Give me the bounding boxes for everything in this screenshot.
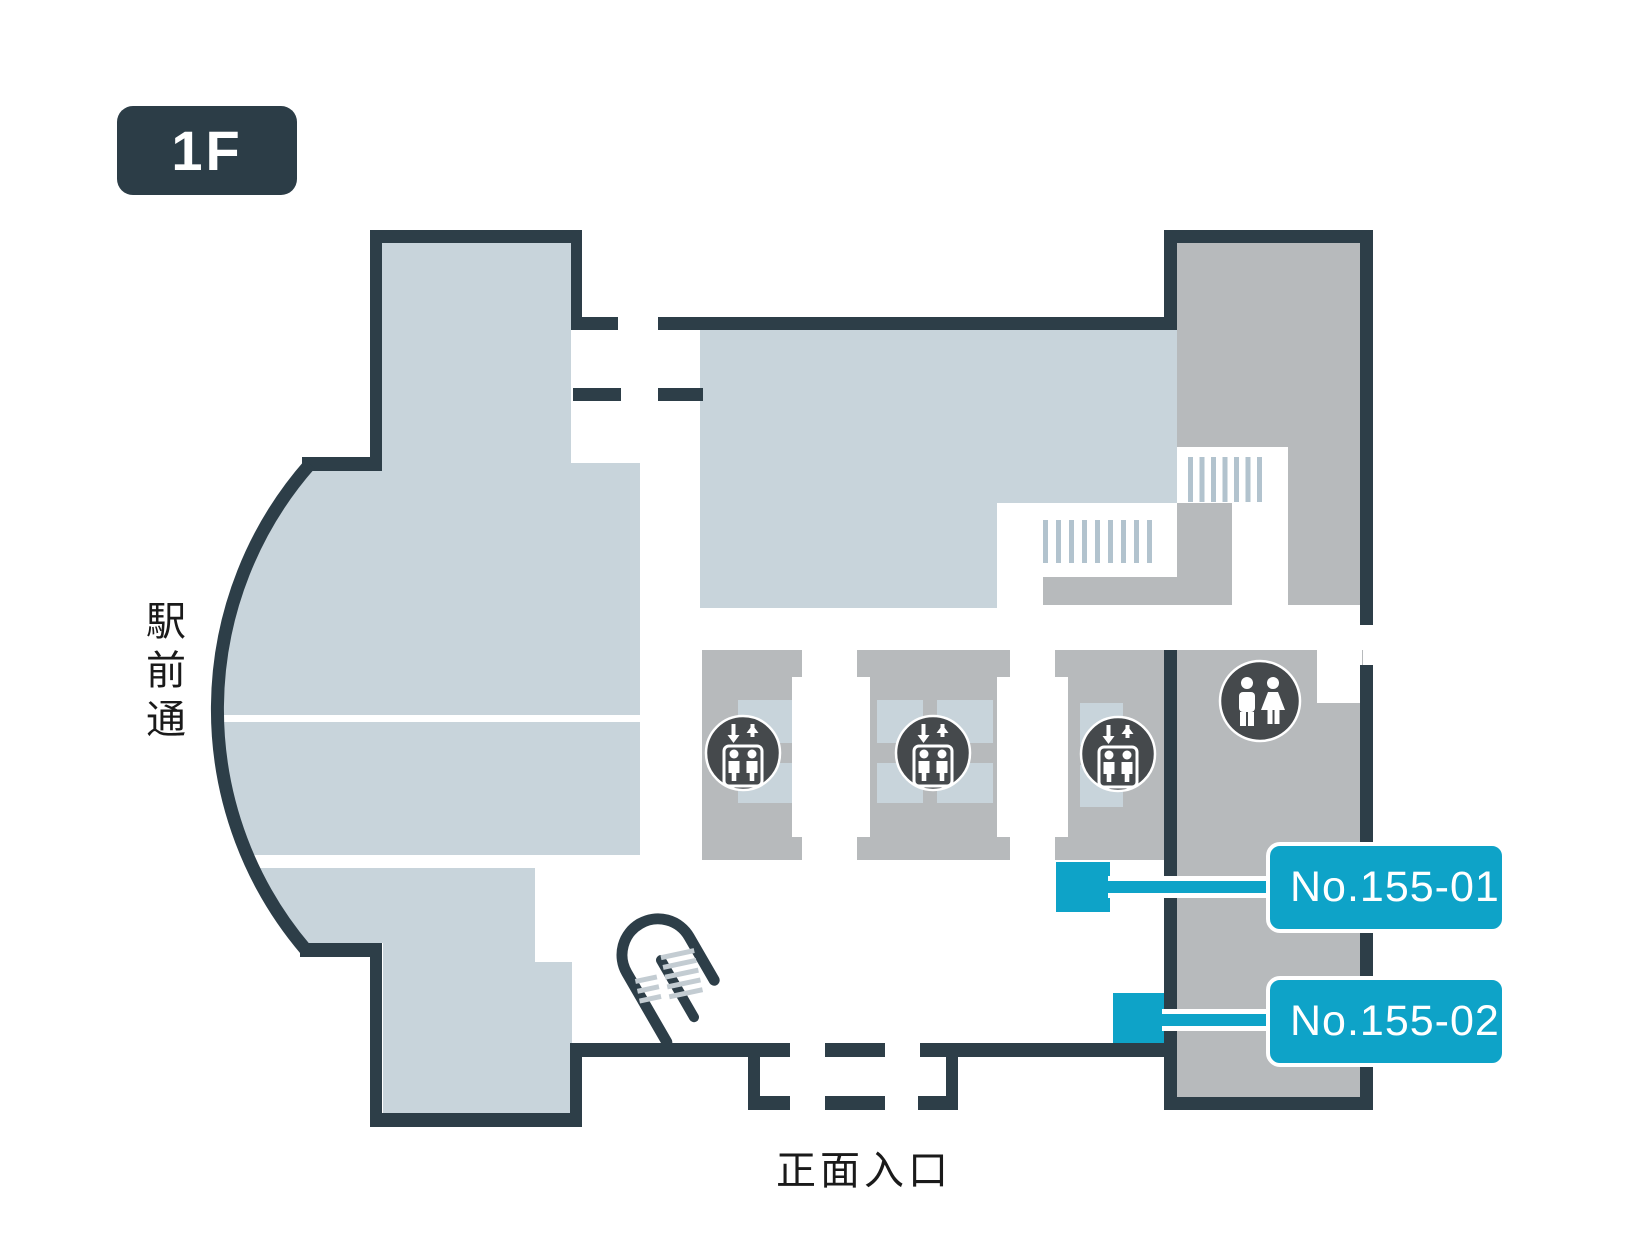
main-entrance-label: 正面入口 bbox=[776, 1149, 952, 1193]
ad-marker-02 bbox=[1113, 993, 1274, 1043]
ad-location-id: No.155-01 bbox=[1290, 863, 1500, 911]
stairs-lower-icon bbox=[1043, 520, 1152, 563]
elevator-icon bbox=[894, 714, 972, 792]
escalator-icon bbox=[616, 913, 720, 1048]
elevator-icon bbox=[704, 714, 782, 792]
ad-location-plate-01: No.155-01 bbox=[1266, 842, 1506, 933]
stairs-upper-icon bbox=[1188, 457, 1262, 502]
floor-badge: 1F bbox=[117, 106, 297, 195]
ad-marker-01 bbox=[1056, 862, 1274, 912]
ad-location-plate-02: No.155-02 bbox=[1266, 976, 1506, 1067]
floor-badge-label: 1F bbox=[171, 119, 243, 182]
corridor-band bbox=[1043, 577, 1232, 605]
left-building-area bbox=[220, 243, 640, 1113]
curved-wall bbox=[210, 459, 315, 955]
elevator-icon bbox=[1079, 715, 1157, 793]
street-name-label: 駅前通 bbox=[140, 600, 184, 747]
restroom-icon bbox=[1218, 659, 1302, 743]
ad-location-id: No.155-02 bbox=[1290, 997, 1500, 1045]
